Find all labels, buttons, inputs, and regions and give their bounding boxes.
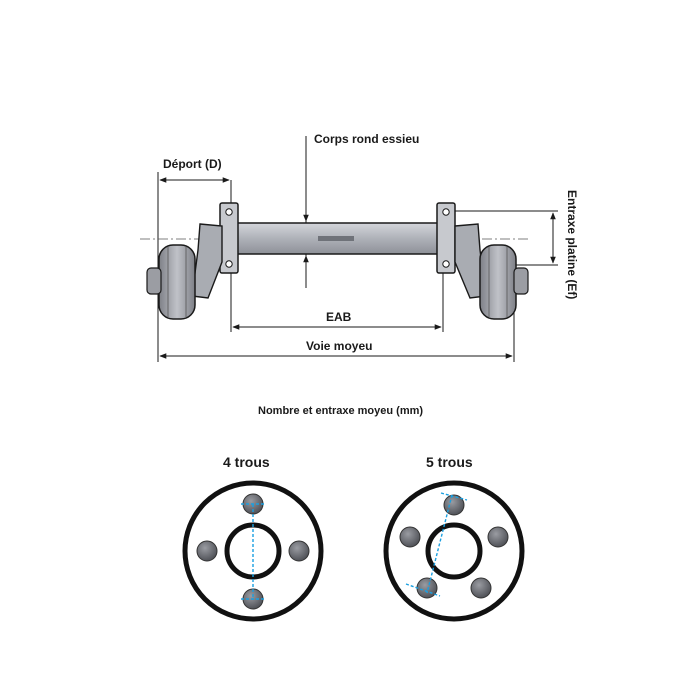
five-hole-bolt-5 (399, 526, 421, 548)
four-hole-bolt-right (288, 540, 310, 562)
hub-section-title: Nombre et entraxe moyeu (mm) (258, 405, 423, 417)
five-hole-bolt-3 (470, 577, 492, 599)
axle-assembly: Déport (D) Corps rond essieu Entraxe pla… (140, 132, 579, 362)
four-hole-hub: 4 trous (182, 454, 324, 622)
left-suspension-arm (191, 223, 223, 299)
four-holes-label: 4 trous (223, 454, 270, 470)
right-hub-drum (479, 244, 529, 320)
four-hole-pcd-marker (241, 503, 265, 600)
track-label: Voie moyeu (306, 339, 372, 353)
five-hole-bolt-4 (416, 577, 438, 599)
five-holes-label: 5 trous (426, 454, 473, 470)
eab-label: EAB (326, 310, 352, 324)
five-hole-pcd-marker (405, 492, 468, 597)
five-hole-bolt-2 (487, 526, 509, 548)
depot-label: Déport (D) (163, 157, 222, 171)
tube-label: Corps rond essieu (314, 132, 419, 146)
five-hole-bolt-1 (443, 494, 465, 516)
left-hub-drum (146, 244, 196, 320)
four-hole-bolt-left (196, 540, 218, 562)
five-hole-center-bore (425, 522, 483, 580)
platine-label: Entraxe platine (Ef) (565, 190, 579, 299)
right-mounting-plate (436, 202, 456, 274)
axle-tube (234, 222, 441, 255)
five-hole-hub: 5 trous (383, 454, 525, 622)
